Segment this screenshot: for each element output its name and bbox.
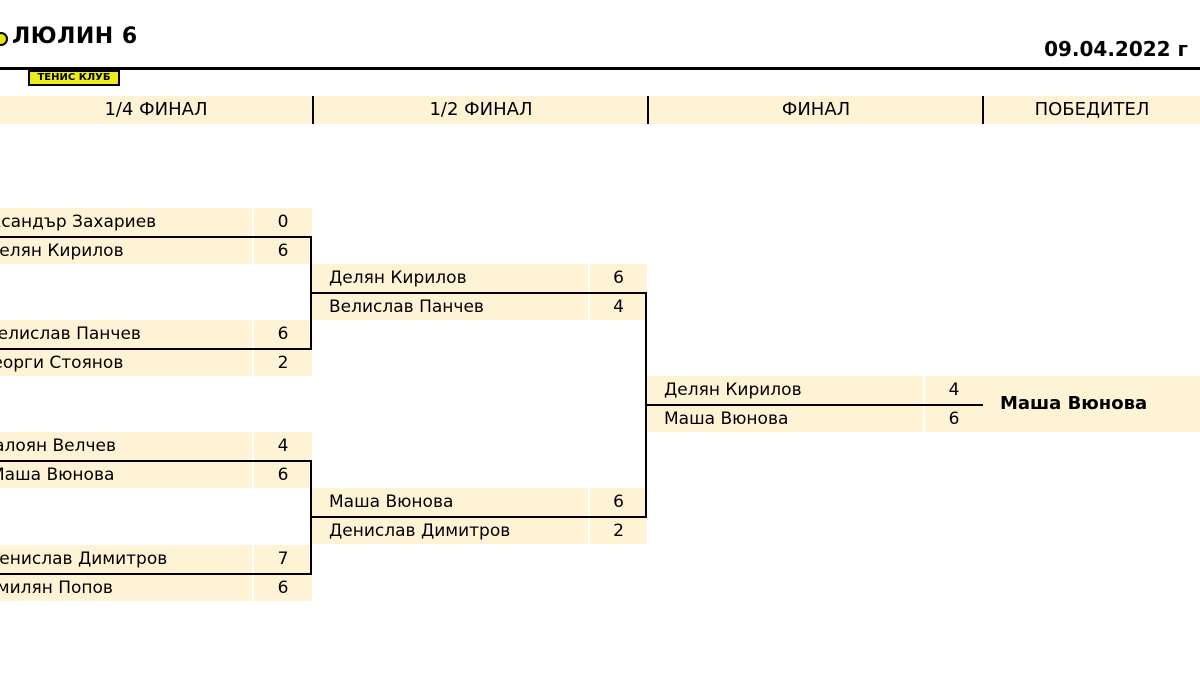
tennis-ball-icon (0, 32, 8, 46)
sf1-player1: Делян Кирилов 6 (312, 264, 647, 292)
player-score: 6 (923, 406, 983, 432)
sf1-player2: Велислав Панчев 4 (312, 292, 647, 320)
player-name: Велислав Панчев (0, 324, 141, 344)
player-name: Делян Кирилов (664, 380, 802, 400)
player-name: Маша Вюнова (664, 409, 789, 429)
qf2-player2: Георги Стоянов 2 (0, 348, 312, 376)
player-name: Делян Кирилов (0, 241, 124, 261)
sf2-player1: Маша Вюнова 6 (312, 488, 647, 516)
player-name: Георги Стоянов (0, 353, 124, 373)
player-name: Емилян Попов (0, 578, 113, 598)
logo-subtitle: ТЕНИС КЛУБ (28, 70, 120, 86)
player-score: 0 (252, 208, 312, 236)
player-score: 6 (252, 462, 312, 488)
player-name: Делян Кирилов (329, 268, 467, 288)
qf3-player1: Калоян Велчев 4 (0, 432, 312, 460)
qf3-player2: Маша Вюнова 6 (0, 460, 312, 488)
player-name: Александър Захариев (0, 212, 157, 232)
club-logo: ЛЮЛИН 6 ТЕНИС КЛУБ (0, 22, 140, 86)
tournament-date: 09.04.2022 г (1044, 37, 1188, 61)
tournament-winner: Маша Вюнова (983, 376, 1200, 432)
player-score: 4 (252, 432, 312, 460)
player-name: Велислав Панчев (329, 297, 484, 317)
player-score: 4 (923, 376, 983, 404)
round-header-semifinal: 1/2 ФИНАЛ (312, 96, 648, 124)
player-name: Маша Вюнова (329, 492, 454, 512)
player-name: Калоян Велчев (0, 436, 117, 456)
player-score: 6 (588, 264, 647, 292)
player-score: 7 (252, 545, 312, 573)
player-score: 2 (588, 518, 647, 544)
qf4-player1: Денислав Димитров 7 (0, 545, 312, 573)
player-name: Маша Вюнова (0, 465, 115, 485)
player-score: 2 (252, 350, 312, 376)
player-score: 6 (588, 488, 647, 516)
sf2-player2: Денислав Димитров 2 (312, 516, 647, 544)
qf1-player2: Делян Кирилов 6 (0, 236, 312, 264)
player-score: 6 (252, 320, 312, 348)
player-name: Денислав Димитров (329, 521, 511, 541)
logo-title: ЛЮЛИН 6 (12, 24, 138, 49)
qf1-player1: Александър Захариев 0 (0, 208, 312, 236)
qf2-player1: Велислав Панчев 6 (0, 320, 312, 348)
qf4-player2: Емилян Попов 6 (0, 573, 312, 601)
final-player2: Маша Вюнова 6 (647, 404, 983, 432)
qf2-connector (310, 460, 312, 573)
qf1-connector (310, 236, 312, 348)
round-header-final: ФИНАЛ (647, 96, 983, 124)
round-header-quarterfinal: 1/4 ФИНАЛ (0, 96, 312, 124)
sf-connector (645, 292, 647, 516)
player-score: 6 (252, 238, 312, 264)
final-player1: Делян Кирилов 4 (647, 376, 983, 404)
player-name: Денислав Димитров (0, 549, 168, 569)
round-header-winner: ПОБЕДИТЕЛ (982, 96, 1200, 124)
player-score: 4 (588, 294, 647, 320)
player-score: 6 (252, 575, 312, 601)
header-divider (0, 67, 1200, 70)
